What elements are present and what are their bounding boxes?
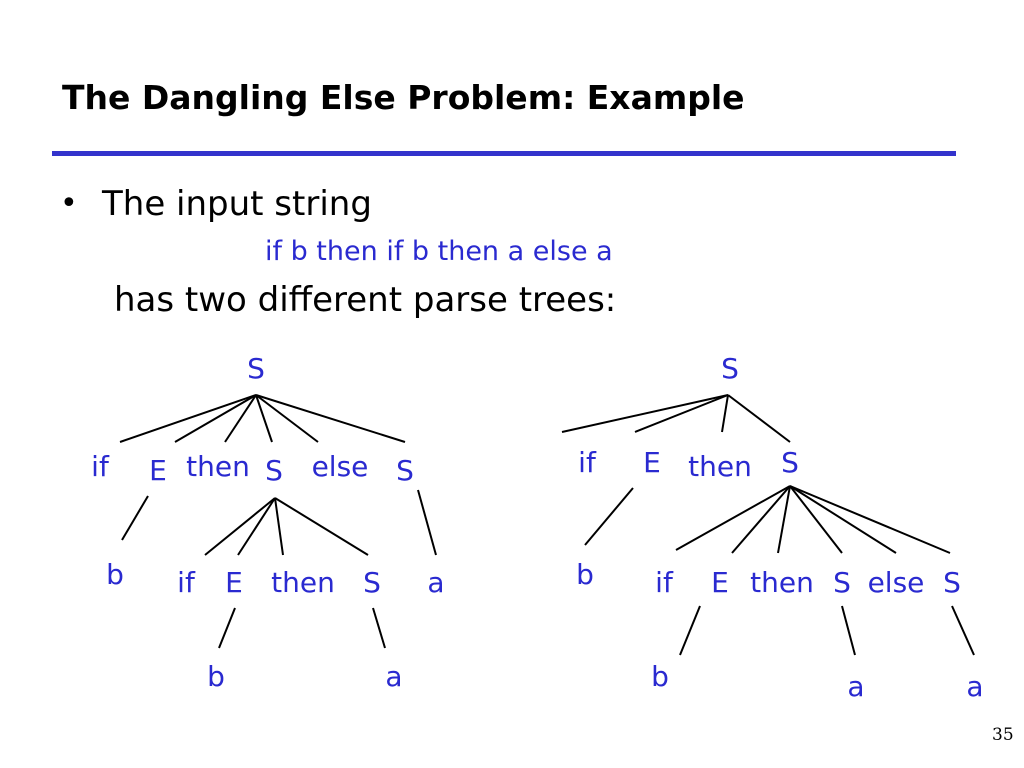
tree2-edge [731, 485, 791, 554]
tree2-node-e: E [643, 446, 661, 479]
tree2-node-b: b [576, 558, 594, 591]
tree1-edge [119, 394, 257, 443]
tree1-node-a2: a [385, 660, 402, 693]
tree2-node-e2: E [711, 566, 729, 599]
tree2-node-else2: else [868, 566, 925, 599]
tree2-node-a: a [847, 670, 864, 703]
tree1-node-if: if [91, 450, 110, 483]
tree2-node-s3: S [833, 566, 851, 599]
input-string: if b then if b then a else a [265, 236, 613, 267]
tree1-edge [174, 394, 257, 443]
tree1-node-else: else [312, 450, 369, 483]
tree1-edge [255, 394, 319, 443]
tree2-edge [675, 485, 791, 551]
tree1-node-if2: if [177, 566, 196, 599]
bullet-text-line1: The input string [102, 184, 372, 224]
tree2-edge [789, 485, 897, 554]
tree1-node-b2: b [207, 660, 225, 693]
tree1-edge [417, 489, 437, 556]
tree2-edge [789, 485, 951, 554]
tree1-edge [274, 497, 369, 556]
tree1-node-s: S [247, 352, 265, 385]
tree2-node-s1: S [781, 446, 799, 479]
tree2-node-then2: then [750, 566, 814, 599]
tree1-node-s3: S [363, 566, 381, 599]
tree1-edge [204, 497, 276, 556]
tree2-node-if: if [578, 446, 597, 479]
tree1-edge [255, 394, 273, 443]
tree2-edge [841, 605, 856, 656]
tree2-edge [584, 487, 634, 546]
tree2-edge [561, 394, 729, 433]
tree1-node-e2: E [225, 566, 243, 599]
tree2-edge [721, 394, 729, 433]
tree1-edge [274, 497, 284, 556]
tree1-node-then: then [186, 450, 250, 483]
tree2-node-a2: a [966, 670, 983, 703]
slide-number: 35 [992, 725, 1014, 745]
tree1-node-e: E [149, 454, 167, 487]
tree1-node-a: a [427, 566, 444, 599]
tree1-edge [372, 607, 386, 649]
tree2-edge [951, 605, 975, 656]
tree1-node-then2: then [271, 566, 335, 599]
bullet-text-line2: has two different parse trees: [114, 280, 617, 320]
tree1-edge [237, 497, 276, 556]
tree2-node-s4: S [943, 566, 961, 599]
tree-edges [119, 394, 975, 656]
tree2-edge [679, 605, 701, 656]
tree2-node-then: then [688, 450, 752, 483]
tree2-edge [727, 394, 791, 443]
tree2-edge [634, 394, 729, 433]
bullet-icon: • [60, 186, 78, 221]
tree1-node-s2: S [396, 454, 414, 487]
tree2-node-s: S [721, 352, 739, 385]
tree1-node-s1: S [265, 454, 283, 487]
tree2-node-if2: if [655, 566, 674, 599]
tree1-edge [218, 607, 236, 649]
tree2-edge [777, 485, 791, 554]
tree1-edge [224, 394, 257, 443]
slide-title: The Dangling Else Problem: Example [62, 78, 745, 117]
tree1-node-b: b [106, 558, 124, 591]
tree2-node-b2: b [651, 660, 669, 693]
tree1-edge [255, 394, 406, 443]
title-underline [52, 151, 956, 156]
tree1-edge [121, 495, 149, 541]
tree2-edge [789, 485, 843, 554]
